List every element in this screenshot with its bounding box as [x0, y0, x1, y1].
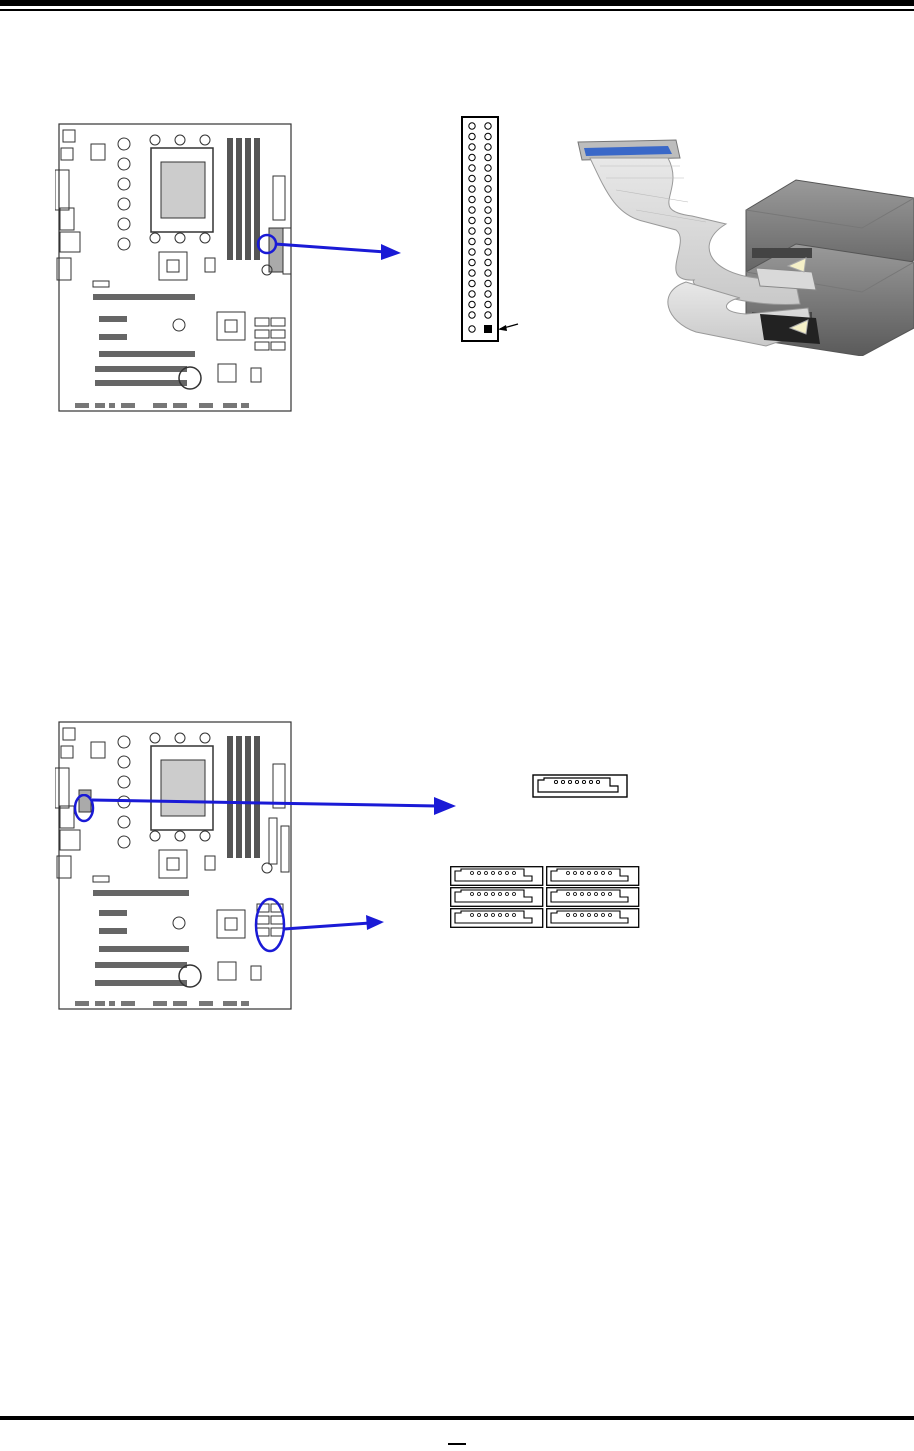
callout-arrow-ide — [255, 228, 405, 264]
top-rule-thick — [0, 0, 914, 6]
bottom-rule — [0, 1416, 914, 1420]
callout-arrow-sata-single — [72, 794, 462, 824]
motherboard-diagram-ide — [55, 120, 295, 415]
sata-port-group-icon — [450, 866, 640, 928]
page-number-text — [448, 1443, 466, 1445]
sata-connector-icon — [532, 774, 628, 798]
page-number — [0, 1431, 914, 1449]
hard-drive-icon — [576, 132, 914, 356]
top-rule-thin — [0, 9, 914, 11]
ide-header-icon — [460, 115, 520, 343]
motherboard-diagram-sata — [55, 718, 295, 1013]
callout-arrow-sata-group — [254, 893, 386, 953]
